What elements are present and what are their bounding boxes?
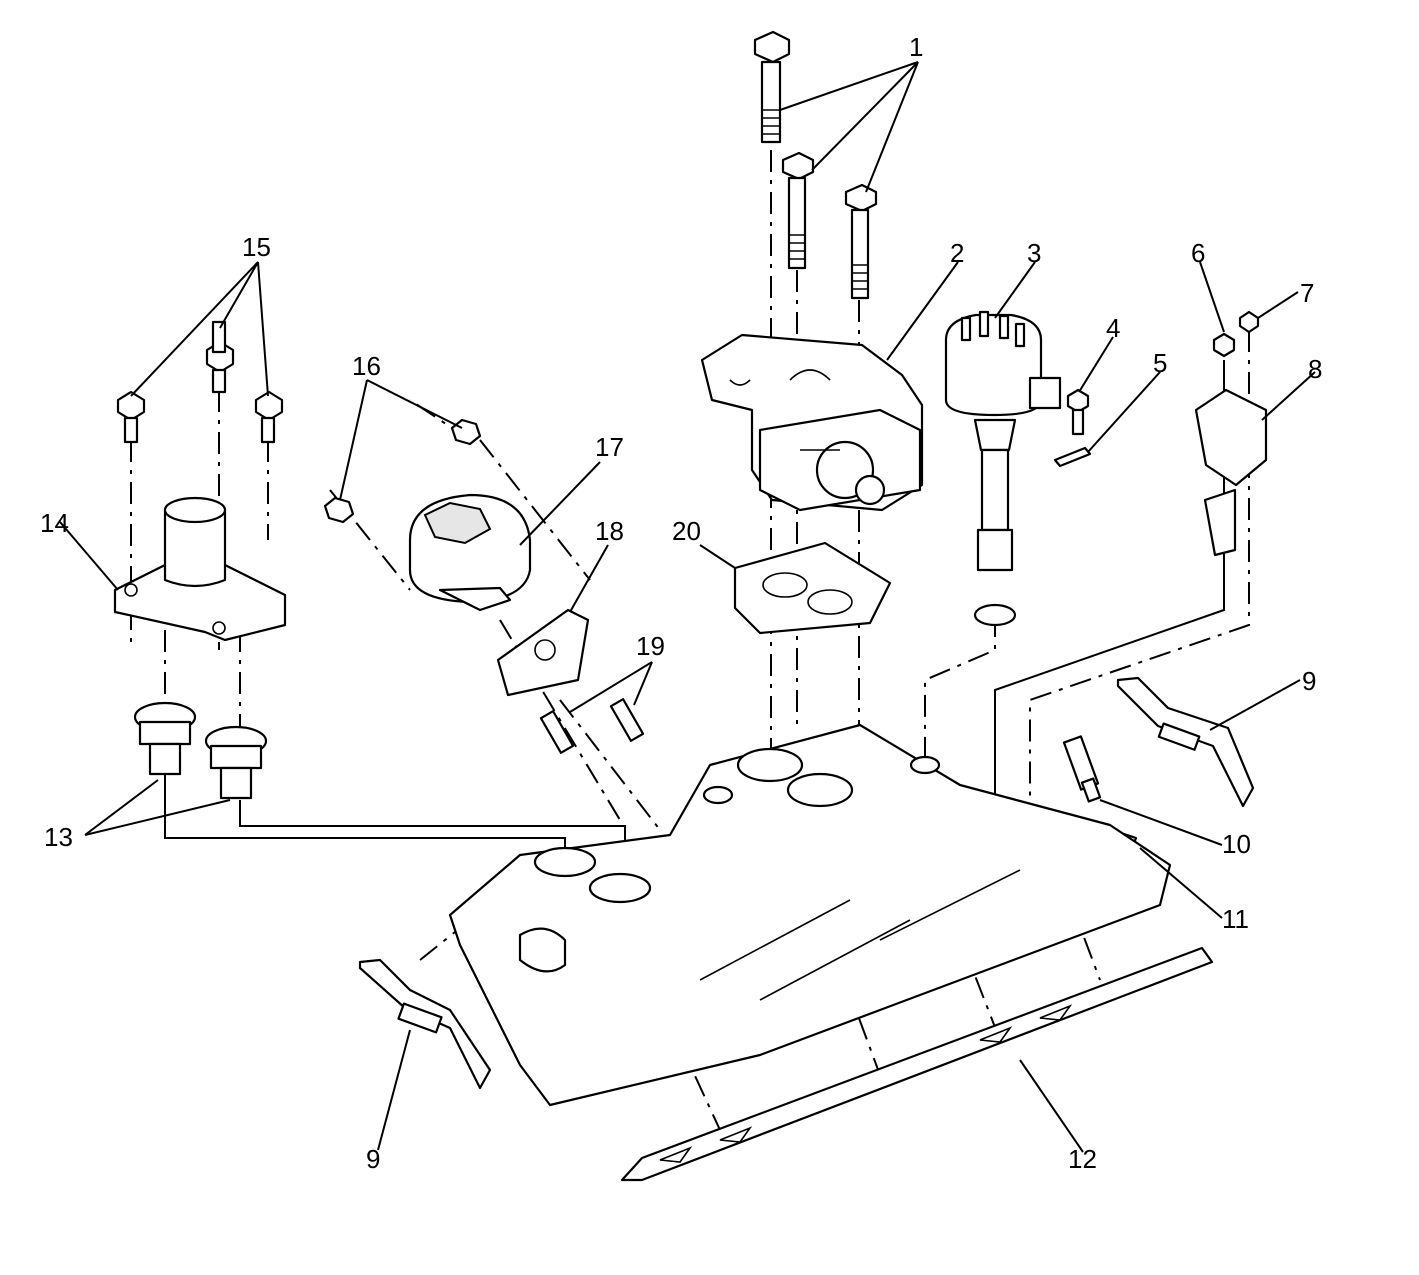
egr-gasket (496, 608, 590, 697)
clamp-bolt (1066, 388, 1090, 436)
thermostat-right (204, 725, 268, 800)
callout-16: 16 (352, 351, 381, 381)
callout-18: 18 (595, 516, 624, 546)
distributor (944, 310, 1062, 627)
intake-manifold (448, 723, 1172, 1107)
clamp (1053, 446, 1092, 468)
callout-12: 12 (1068, 1144, 1097, 1174)
callout-5: 5 (1153, 348, 1167, 378)
callout-4: 4 (1106, 313, 1120, 343)
callout-14: 14 (40, 508, 69, 538)
callout-15: 15 (242, 232, 271, 262)
callout-labels: 1 2 3 4 5 6 7 8 9 10 11 12 13 14 15 16 1… (40, 32, 1322, 1174)
water-outlet (113, 496, 287, 642)
callout-8: 8 (1308, 354, 1322, 384)
thermostat-left (133, 701, 197, 776)
egr-valve (408, 493, 532, 612)
callout-1: 1 (909, 32, 923, 62)
seal-right (1116, 676, 1255, 808)
throttle-body-gasket (733, 541, 892, 635)
callout-7: 7 (1300, 278, 1314, 308)
callout-17: 17 (595, 432, 624, 462)
callout-19: 19 (636, 631, 665, 661)
callout-10: 10 (1222, 829, 1251, 859)
callout-9-right: 9 (1302, 666, 1316, 696)
bracket-bolt (1212, 332, 1236, 358)
callout-6: 6 (1191, 238, 1205, 268)
manifold-gasket-front (620, 946, 1214, 1182)
seal-left (358, 958, 492, 1090)
leader-lines (59, 61, 1316, 1153)
callout-20: 20 (672, 516, 701, 546)
callout-13: 13 (44, 822, 73, 852)
bolt-set-1 (753, 30, 878, 300)
throttle-body (700, 333, 924, 512)
bolt-set-15 (116, 320, 284, 444)
callout-2: 2 (950, 238, 964, 268)
callout-11: 11 (1222, 904, 1249, 934)
ignition-module-bracket (1194, 388, 1268, 557)
callout-9-left: 9 (366, 1144, 380, 1174)
sensor-pair (539, 698, 645, 754)
stud (1062, 735, 1102, 803)
nut (1238, 310, 1260, 334)
callout-3: 3 (1027, 238, 1041, 268)
